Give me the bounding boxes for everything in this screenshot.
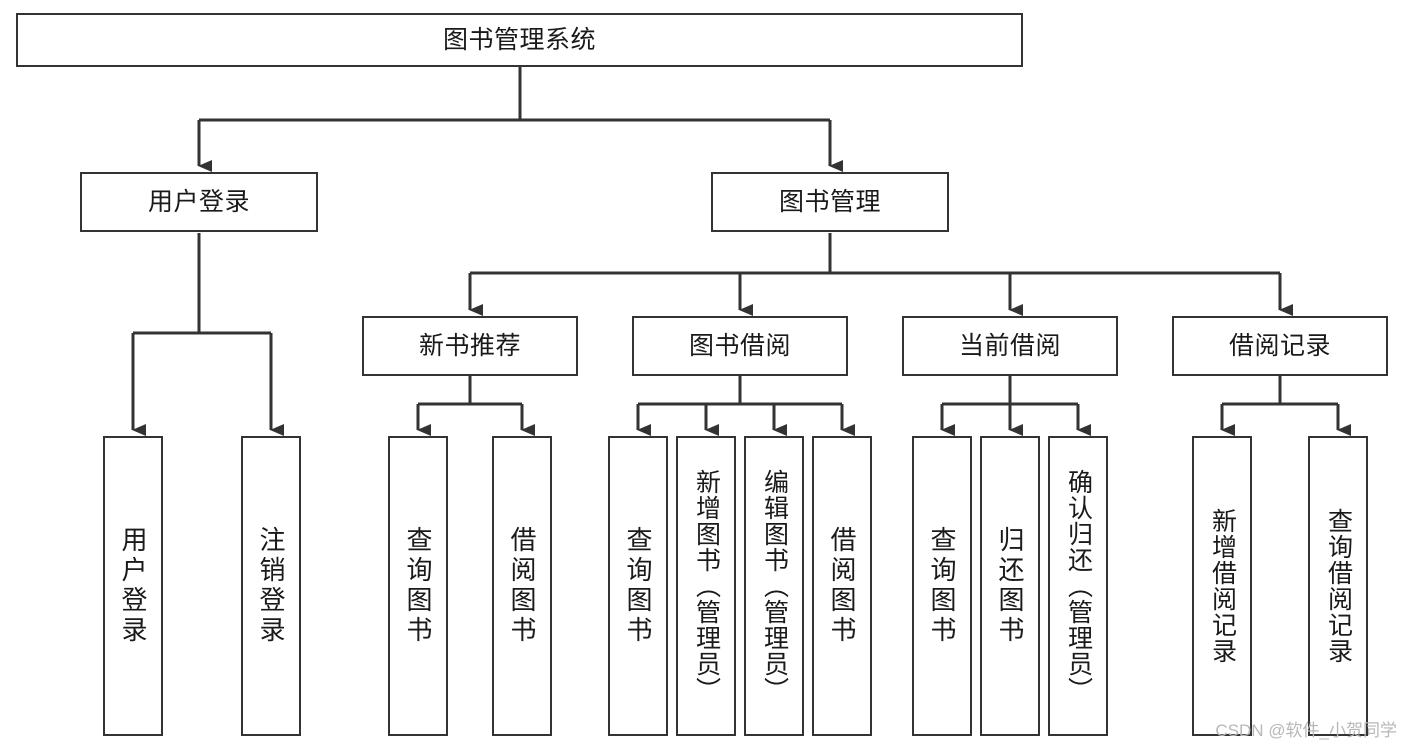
node-leaf-query-book-rec[interactable]: 查询图书 [388,436,448,736]
node-current-borrow-label: 当前借阅 [958,331,1061,360]
node-leaf-user-login[interactable]: 用户登录 [103,436,163,736]
node-leaf-edit-book-admin-label: 编辑图书（管理员） [760,469,789,703]
node-leaf-query-book-current[interactable]: 查询图书 [912,436,972,736]
node-book-borrow[interactable]: 图书借阅 [632,316,848,376]
node-user-login-label: 用户登录 [147,187,250,216]
node-borrow-record[interactable]: 借阅记录 [1172,316,1388,376]
node-leaf-return-book[interactable]: 归还图书 [980,436,1040,736]
node-leaf-add-book-admin[interactable]: 新增图书（管理员） [676,436,736,736]
node-leaf-add-book-admin-label: 新增图书（管理员） [692,469,721,703]
node-leaf-logout[interactable]: 注销登录 [241,436,301,736]
node-leaf-add-borrow-record-label: 新增借阅记录 [1208,508,1237,664]
node-book-management-label: 图书管理 [778,187,881,216]
node-leaf-confirm-return-admin-label: 确认归还（管理员） [1064,469,1093,703]
node-leaf-borrow-book-rec[interactable]: 借阅图书 [492,436,552,736]
node-leaf-add-borrow-record[interactable]: 新增借阅记录 [1192,436,1252,736]
node-new-book-recommend-label: 新书推荐 [418,331,521,360]
node-leaf-borrow-book-label: 借阅图书 [827,526,857,646]
node-leaf-borrow-book[interactable]: 借阅图书 [812,436,872,736]
node-leaf-user-login-label: 用户登录 [118,526,148,646]
node-leaf-logout-label: 注销登录 [256,526,286,646]
node-root-label: 图书管理系统 [442,25,596,54]
node-new-book-recommend[interactable]: 新书推荐 [362,316,578,376]
node-leaf-query-borrow-record[interactable]: 查询借阅记录 [1308,436,1368,736]
node-leaf-query-book-borrow-label: 查询图书 [623,526,653,646]
node-leaf-confirm-return-admin[interactable]: 确认归还（管理员） [1048,436,1108,736]
node-leaf-edit-book-admin[interactable]: 编辑图书（管理员） [744,436,804,736]
node-user-login[interactable]: 用户登录 [80,172,318,232]
node-borrow-record-label: 借阅记录 [1228,331,1331,360]
watermark-text: CSDN @软件_小贺同学 [1215,721,1397,740]
node-leaf-borrow-book-rec-label: 借阅图书 [507,526,537,646]
node-leaf-query-book-borrow[interactable]: 查询图书 [608,436,668,736]
node-book-management[interactable]: 图书管理 [711,172,949,232]
node-book-borrow-label: 图书借阅 [688,331,791,360]
node-leaf-query-book-current-label: 查询图书 [927,526,957,646]
node-root[interactable]: 图书管理系统 [16,13,1023,67]
node-leaf-query-book-rec-label: 查询图书 [403,526,433,646]
node-current-borrow[interactable]: 当前借阅 [902,316,1118,376]
node-leaf-return-book-label: 归还图书 [995,526,1025,646]
node-leaf-query-borrow-record-label: 查询借阅记录 [1324,508,1353,664]
